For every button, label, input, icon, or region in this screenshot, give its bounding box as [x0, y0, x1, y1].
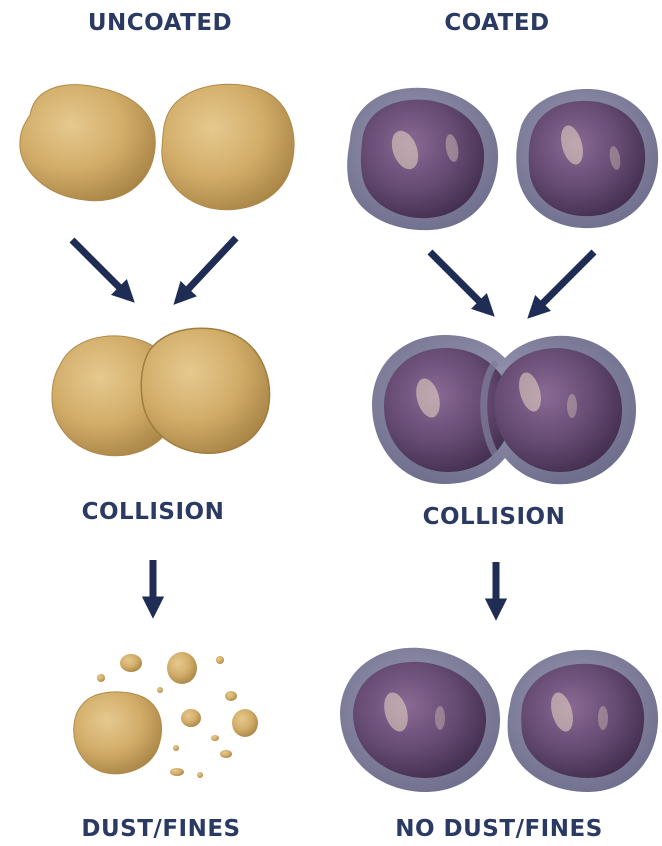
dust-fragment	[225, 691, 237, 701]
arrow-icon	[430, 252, 490, 312]
uncoated-particle-pair	[20, 84, 294, 209]
coated-particle	[340, 648, 500, 792]
dust-fragment	[216, 656, 224, 664]
coated-collision-pair	[372, 335, 636, 484]
dust-fragment	[181, 709, 201, 727]
coated-particle	[347, 88, 498, 230]
dust-fragment	[157, 687, 163, 693]
arrow-icon	[178, 238, 236, 300]
uncoated-particle	[162, 84, 294, 209]
uncoated-particle	[20, 85, 155, 201]
dust-fragment	[170, 768, 184, 776]
dust-fragment	[173, 745, 179, 751]
arrow-icon	[532, 252, 594, 314]
dust-fragment	[220, 750, 232, 758]
dust-fragment	[120, 654, 142, 672]
coated-converging-arrows	[430, 252, 594, 314]
coated-particle-pair	[347, 88, 658, 230]
uncoated-particle	[141, 328, 269, 453]
dust-fragment	[167, 652, 197, 684]
dust-fines-label: DUST/FINES	[81, 816, 240, 842]
dust-fragment	[211, 735, 219, 741]
coated-particle	[508, 650, 658, 792]
coated-particle	[516, 89, 658, 228]
dust-fragment	[197, 772, 203, 778]
no-dust-fines-label: NO DUST/FINES	[395, 816, 603, 842]
coated-heading: COATED	[444, 10, 549, 36]
coated-collision-label: COLLISION	[423, 504, 566, 530]
dust-fragment	[97, 674, 105, 682]
uncoated-heading: UNCOATED	[88, 10, 232, 36]
uncoated-particle	[74, 692, 162, 774]
dust-fines-cluster	[74, 652, 258, 778]
coated-result-pair	[340, 648, 658, 792]
dust-fragment	[232, 709, 258, 737]
uncoated-collision-pair	[52, 328, 270, 456]
arrow-icon	[72, 240, 130, 298]
uncoated-converging-arrows	[72, 238, 236, 300]
uncoated-collision-label: COLLISION	[82, 499, 225, 525]
